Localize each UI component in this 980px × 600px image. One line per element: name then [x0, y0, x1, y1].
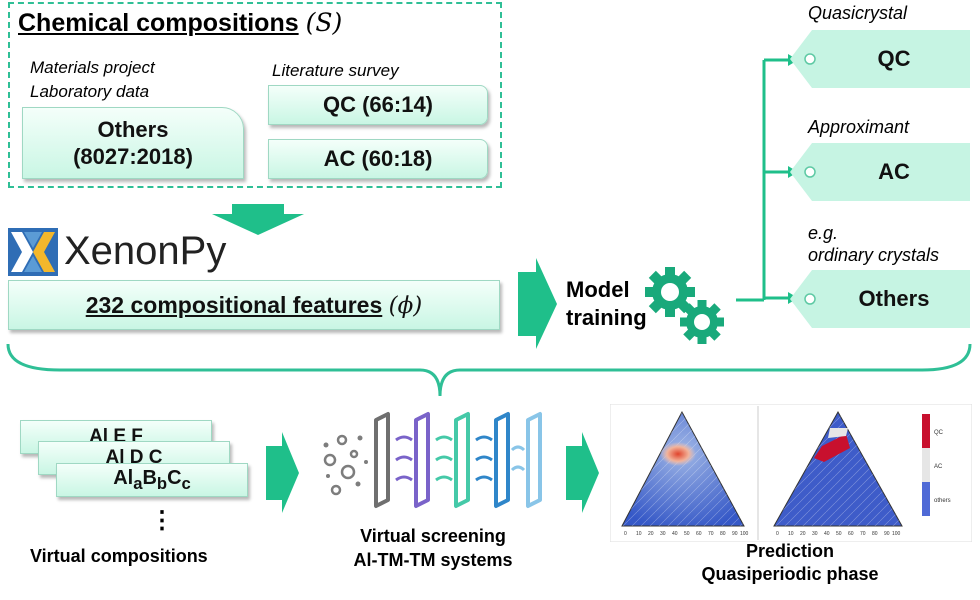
svg-text:10: 10 — [788, 531, 794, 537]
right-arrow-icon — [518, 258, 557, 349]
ac-tag-label: AC — [878, 159, 910, 184]
virtual-card-middle-label: Al D C — [105, 447, 163, 468]
tick-100: 100 — [740, 531, 749, 537]
prediction-caption: Prediction Quasiperiodic phase — [701, 541, 879, 584]
legend-qc: QC — [934, 430, 944, 436]
others-count-box: Others (8027:2018) — [22, 107, 244, 179]
screening-caption: Virtual screening Al-TM-TM systems — [353, 526, 513, 570]
tick-90: 90 — [732, 531, 738, 537]
tick-70: 70 — [708, 531, 714, 537]
svg-text:100: 100 — [892, 531, 901, 537]
features-label: 232 compositional features (𝜙) — [85, 291, 423, 319]
qc-tag-label: QC — [877, 46, 911, 71]
svg-text:40: 40 — [824, 531, 830, 537]
model-training-label: Model training — [566, 277, 647, 330]
legend-others: others — [934, 498, 951, 504]
xenonpy-name: XenonPy — [64, 229, 227, 273]
others-tag-label: Others — [858, 286, 930, 311]
svg-text:0: 0 — [776, 531, 779, 537]
ac-caption: Approximant — [808, 117, 910, 137]
ac-count-box: AC (60:18) — [268, 139, 488, 179]
svg-text:30: 30 — [812, 531, 818, 537]
qc-caption: Quasicrystal — [808, 3, 908, 23]
tick-20: 20 — [648, 531, 654, 537]
virtual-ellipsis: ⋮ — [150, 507, 174, 534]
others-tag-icon — [790, 270, 970, 328]
svg-text:80: 80 — [872, 531, 878, 537]
screening-arrow-icon — [266, 432, 299, 513]
prediction-arrow-icon — [566, 432, 599, 513]
others-count-value: (8027:2018) — [73, 144, 193, 169]
tick-80: 80 — [720, 531, 726, 537]
ternary-plot-icon: QC AC others 0 10 20 30 40 50 60 70 80 9… — [610, 404, 972, 542]
svg-text:50: 50 — [836, 531, 842, 537]
tick-0: 0 — [624, 531, 627, 537]
virtual-card-front: AlaBbCc — [56, 463, 248, 497]
curly-brace — [6, 343, 972, 397]
tick-30: 30 — [660, 531, 666, 537]
others-caption: e.g. ordinary crystals — [808, 223, 940, 265]
svg-text:90: 90 — [884, 531, 890, 537]
others-count-label: Others — [97, 117, 169, 142]
ac-count-label: AC (60:18) — [323, 146, 433, 171]
qc-tag-icon — [790, 30, 970, 88]
svg-text:20: 20 — [800, 531, 806, 537]
compositions-title: Chemical compositions (𝑆) — [18, 8, 343, 37]
down-arrow-icon — [212, 204, 304, 235]
svg-text:60: 60 — [848, 531, 854, 537]
tick-40: 40 — [672, 531, 678, 537]
tick-60: 60 — [696, 531, 702, 537]
source-materials-project: Materials project — [30, 58, 155, 77]
qc-count-box: QC (66:14) — [268, 85, 488, 125]
virtual-compositions-caption: Virtual compositions — [30, 546, 208, 566]
qc-count-label: QC (66:14) — [322, 92, 434, 117]
legend-ac: AC — [934, 464, 943, 470]
filter-screening-icon — [323, 412, 542, 508]
tick-50: 50 — [684, 531, 690, 537]
tick-10: 10 — [636, 531, 642, 537]
virtual-card-front-label: AlaBbCc — [113, 466, 191, 493]
features-bar: 232 compositional features (𝜙) — [8, 280, 500, 330]
source-laboratory-data: Laboratory data — [30, 82, 150, 101]
svg-text:70: 70 — [860, 531, 866, 537]
source-literature-survey: Literature survey — [272, 61, 399, 80]
ac-tag-icon — [790, 143, 970, 201]
xenonpy-logo-icon — [8, 228, 58, 276]
compositions-box — [8, 2, 502, 188]
gear-icon — [645, 267, 724, 344]
